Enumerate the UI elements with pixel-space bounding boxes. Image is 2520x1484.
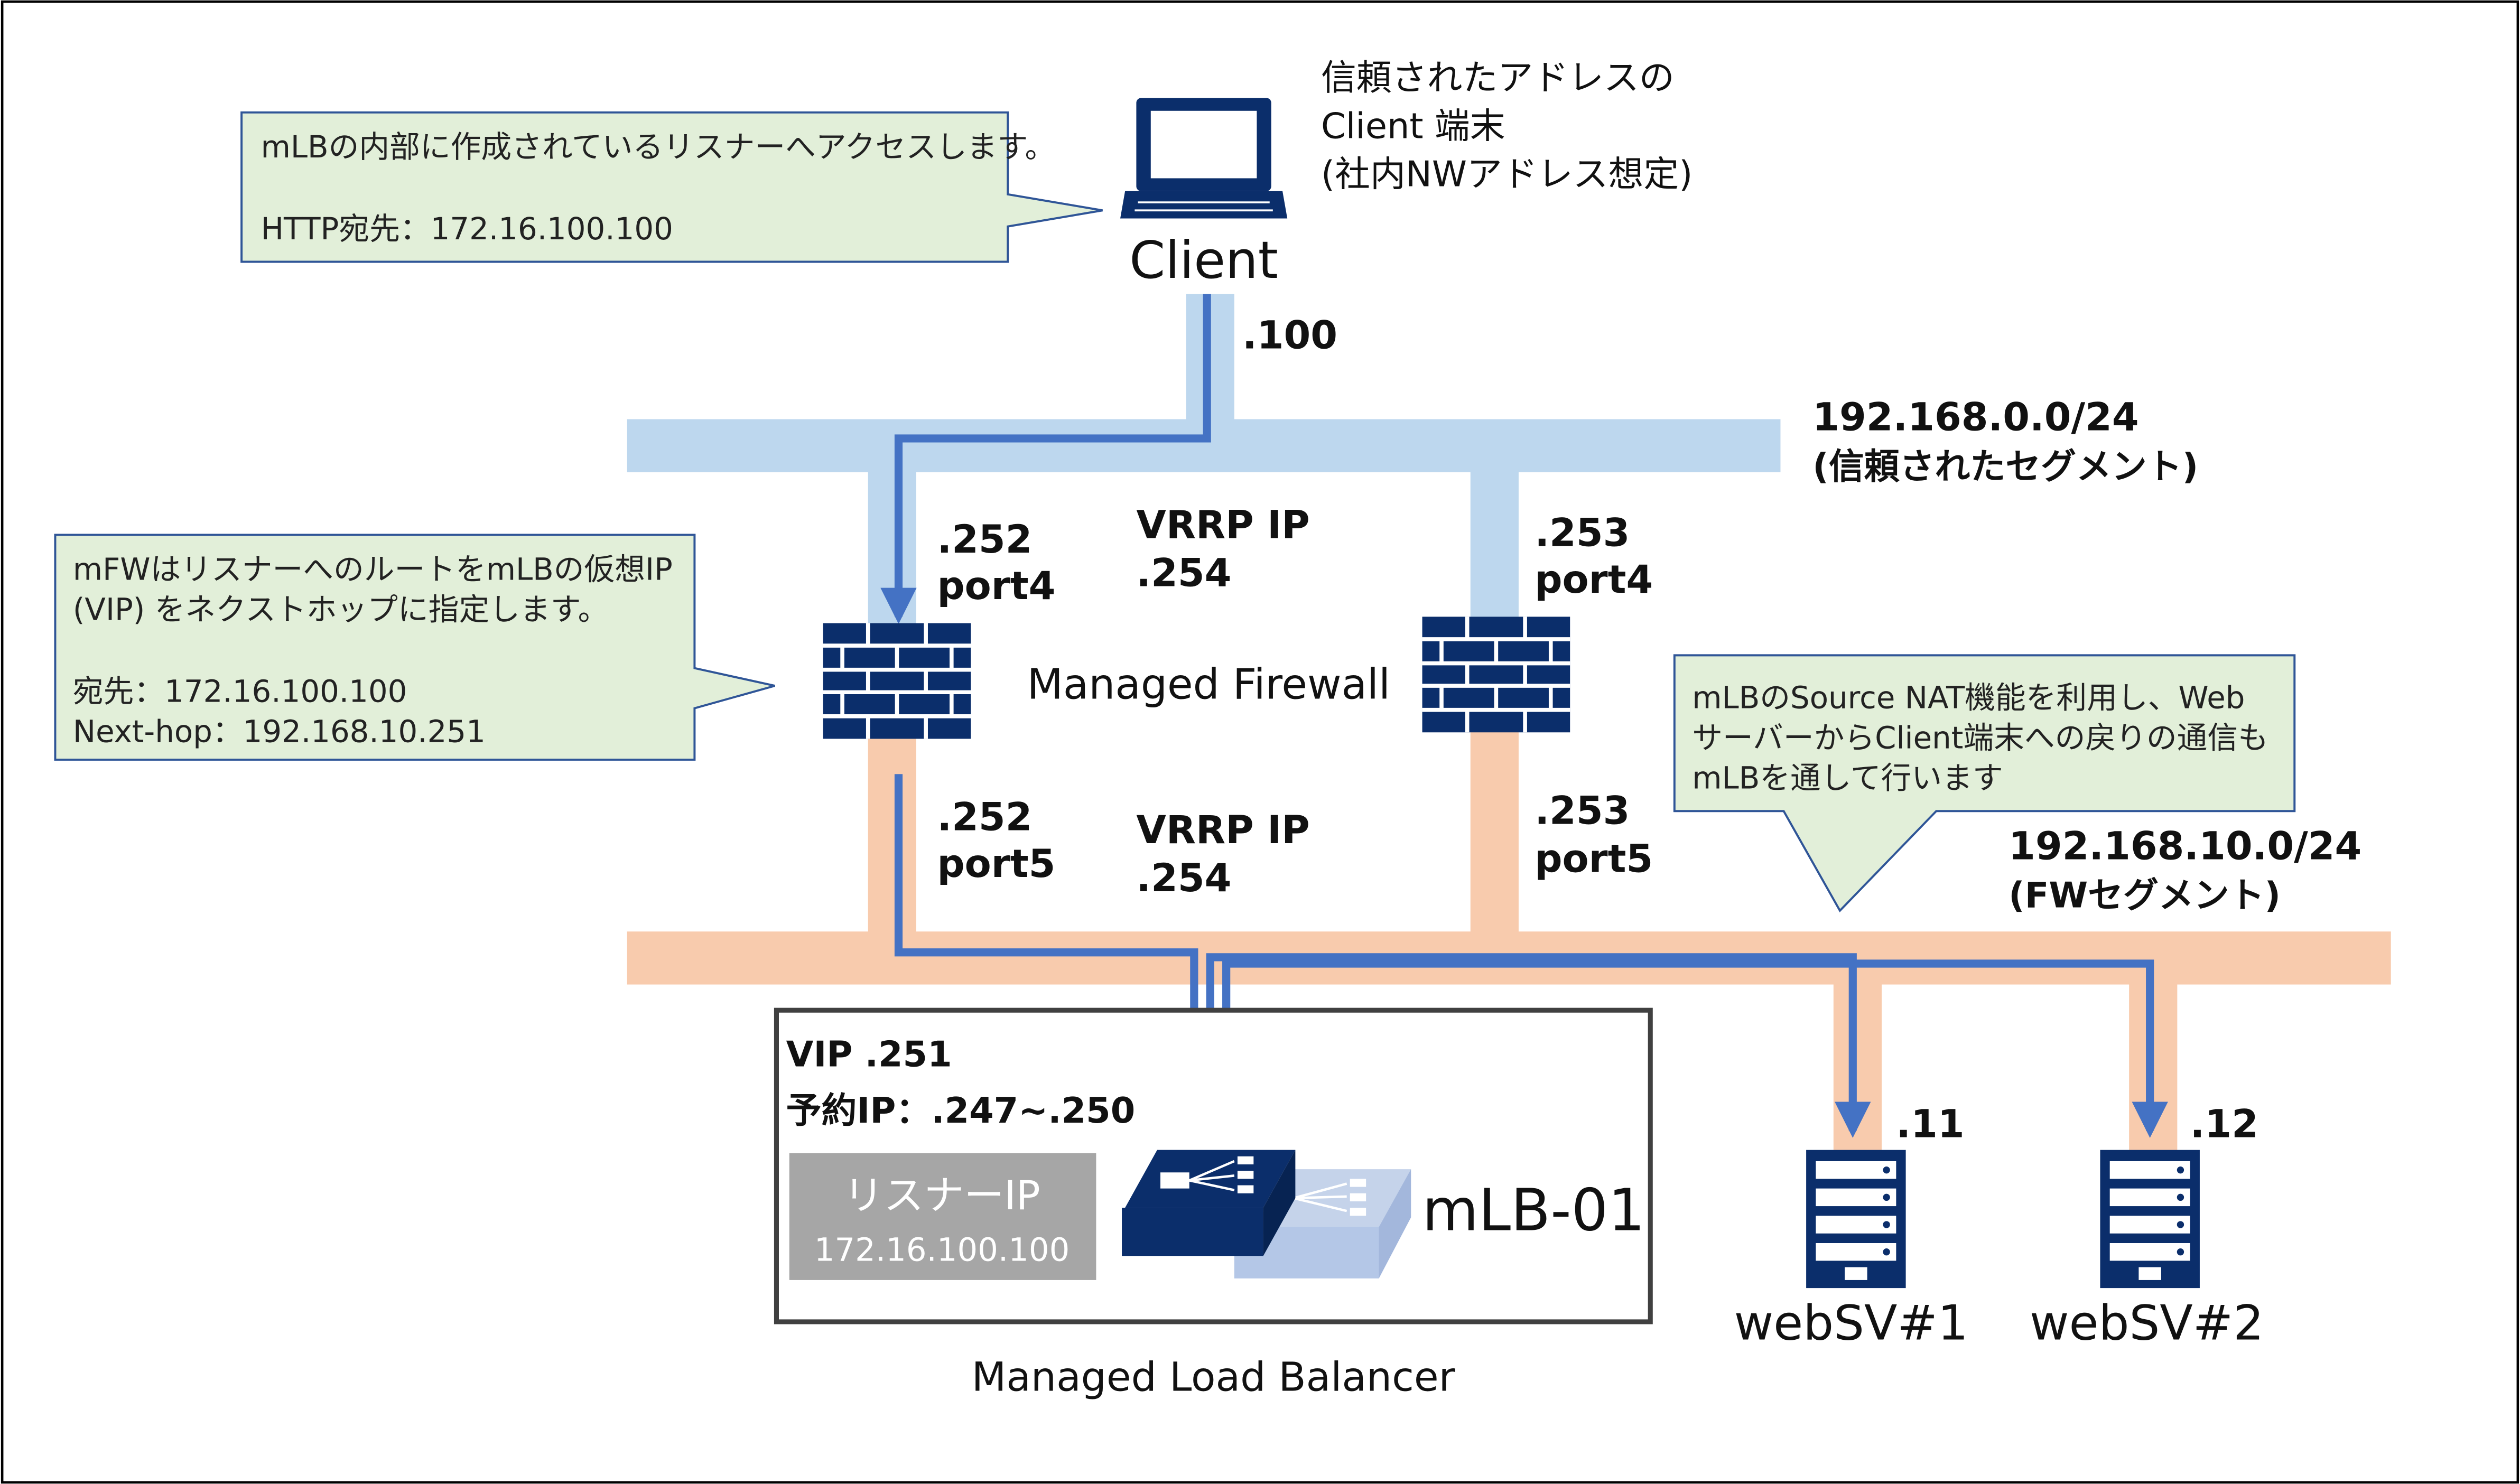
managed-firewall-label: Managed Firewall: [1027, 660, 1390, 708]
client-ip: .100: [1242, 313, 1337, 358]
fw1-lower-port: port5: [937, 842, 1055, 886]
client-desc-line3: (社内NWアドレス想定): [1321, 154, 1693, 195]
fw2-lower-port: port5: [1535, 837, 1653, 882]
client-callout-line1: mLBの内部に作成されているリスナーへアクセスします。: [261, 129, 1056, 165]
trusted-segment-name: (信頼されたセグメント): [1812, 446, 2198, 487]
snat-callout-line3: mLBを通して行います: [1692, 760, 2003, 796]
fw1-lower-ip: .252: [937, 795, 1032, 840]
client-desc-line1: 信頼されたアドレスの: [1321, 57, 1675, 98]
fw2-upper-ip: .253: [1535, 511, 1630, 556]
mfw-callout-line2: (VIP) をネクストホップに指定します。: [73, 591, 609, 627]
snat-callout-line2: サーバーからClient端末への戻りの通信も: [1692, 720, 2268, 756]
load-balancer-icon: [1122, 1150, 1296, 1256]
firewall-1-icon: [823, 623, 971, 739]
vrrp-upper-line1: VRRP IP: [1136, 502, 1309, 547]
fw-segment-cidr: 192.168.10.0/24: [2008, 824, 2361, 869]
mlb-reserved-ip: 予約IP：.247~.250: [786, 1090, 1136, 1131]
listener-box: [789, 1153, 1096, 1280]
vrrp-lower-line1: VRRP IP: [1136, 808, 1309, 853]
websv1-ip: .11: [1896, 1102, 1964, 1146]
fw1-upper-ip: .252: [937, 517, 1032, 562]
websv2-ip: .12: [2190, 1102, 2258, 1146]
snat-callout: mLBのSource NAT機能を利用し、Web サーバーからClient端末へ…: [1673, 654, 2296, 912]
client-callout-line2: HTTP宛先：172.16.100.100: [261, 211, 673, 247]
vrrp-upper-line2: .254: [1136, 551, 1231, 596]
client-to-fw-arrow: [880, 294, 1211, 624]
snat-callout-line1: mLBのSource NAT機能を利用し、Web: [1692, 680, 2245, 716]
fw2-upper-port: port4: [1535, 557, 1653, 602]
client-label: Client: [1129, 230, 1278, 290]
fw-segment: [627, 726, 2391, 1158]
trusted-segment-cidr: 192.168.0.0/24: [1812, 395, 2138, 440]
mfw-callout-line3: 宛先：172.16.100.100: [73, 673, 407, 709]
listener-label: リスナーIP: [843, 1172, 1040, 1219]
fw2-lower-ip: .253: [1535, 789, 1630, 834]
mfw-callout-line4: Next-hop：192.168.10.251: [73, 714, 486, 750]
client-callout: mLBの内部に作成されているリスナーへアクセスします。 HTTP宛先：172.1…: [240, 111, 1103, 263]
mlb-caption: Managed Load Balancer: [972, 1354, 1456, 1401]
fw1-upper-port: port4: [937, 564, 1055, 609]
mfw-callout: mFWはリスナーへのルートをmLBの仮想IP (VIP) をネクストホップに指定…: [54, 534, 775, 761]
mfw-callout-line1: mFWはリスナーへのルートをmLBの仮想IP: [73, 551, 673, 587]
websv2-label: webSV#2: [2030, 1294, 2264, 1351]
listener-ip: 172.16.100.100: [814, 1231, 1070, 1268]
laptop-icon: [1120, 98, 1288, 219]
fw-segment-name: (FWセグメント): [2008, 875, 2281, 916]
server-2-icon: [2100, 1150, 2200, 1289]
firewall-2-icon: [1422, 617, 1570, 732]
server-1-icon: [1806, 1150, 1906, 1289]
vrrp-lower-line2: .254: [1136, 856, 1231, 901]
mlb-vip: VIP .251: [786, 1034, 952, 1075]
mlb-name: mLB-01: [1422, 1177, 1645, 1244]
client-desc-line2: Client 端末: [1321, 105, 1505, 146]
websv1-label: webSV#1: [1734, 1294, 1968, 1351]
